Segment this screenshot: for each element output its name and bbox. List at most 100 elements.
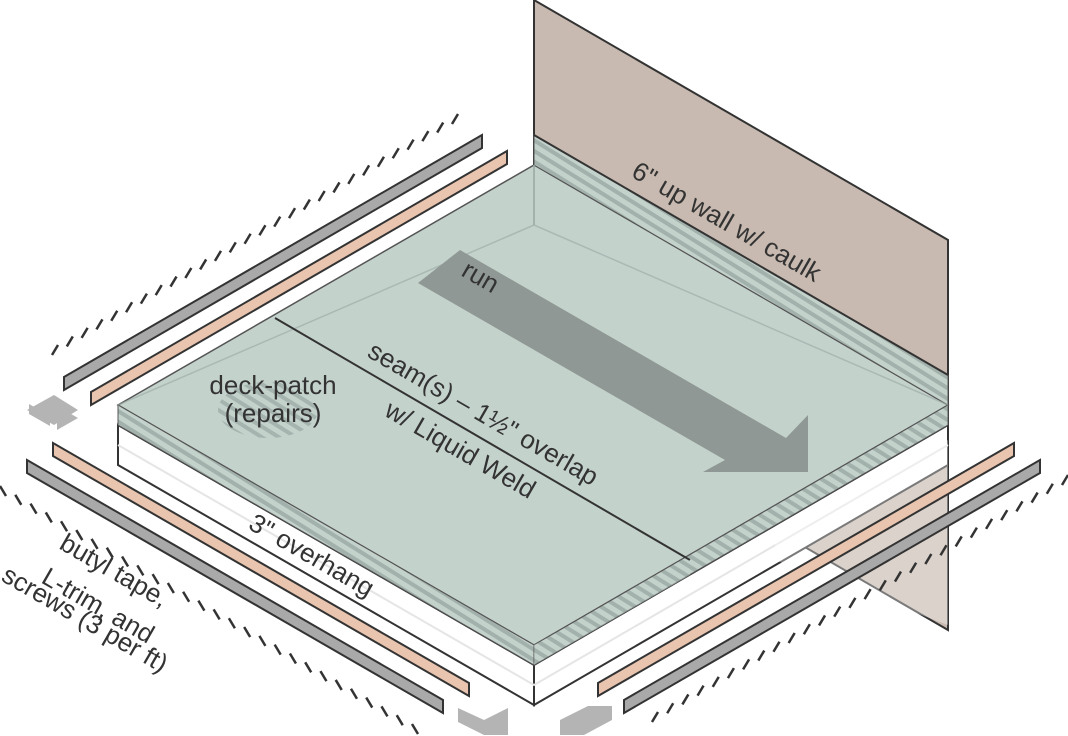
screw-mark [110,310,119,322]
screw-mark [121,555,130,568]
screw-mark [985,518,994,530]
screw-mark [772,641,781,653]
screw-mark [380,705,389,718]
screw-mark [184,267,193,279]
screw-mark [696,685,705,697]
screw-mark [227,617,236,629]
patch-label-line1: deck-patch [209,370,336,400]
screw-mark [436,121,445,134]
screw-mark [29,502,38,515]
deck-patch [218,382,318,438]
screw-mark [258,635,267,647]
screw-row-upper-left [50,113,460,356]
screw-mark [213,250,223,262]
screw-mark [90,538,99,550]
assembly-arrow-left [27,395,78,425]
assembly-arrow-bottom-right-icon [560,706,612,735]
seam-overlap-edge [534,560,690,665]
l-trim-lower-right [623,458,1041,715]
screw-mark [258,224,267,236]
screw-mark [681,693,690,706]
screw-mark [302,198,311,211]
screw-row-lower-right [650,474,1068,723]
screw-mark [288,652,297,665]
screw-mark [243,233,252,245]
screw-mark [1045,483,1054,495]
screw-mark [319,670,328,682]
screw-mark [125,301,134,313]
screw-mark [304,661,313,673]
butyl-tape-upper-left [90,149,508,407]
screw-mark [287,207,297,219]
screw-mark [273,644,282,656]
trim-label: butyl tape, L-trim, and screws (3 per ft… [0,527,174,678]
screw-mark [332,181,341,194]
screw-mark [787,632,796,644]
screw-mark [1015,500,1024,512]
screw-mark [395,714,404,726]
screw-mark [50,344,60,356]
screw-mark [0,485,8,497]
screw-mark [410,723,420,735]
screw-mark [154,284,163,296]
screw-mark [347,173,356,185]
screw-mark [650,711,660,723]
screw-mark [151,573,160,585]
screw-mark [273,216,282,228]
assembly-arrow-bottom-left-icon [458,708,508,735]
screw-mark [1000,509,1009,521]
screw-mark [802,623,811,635]
screw-mark [421,130,430,142]
screw-mark [666,702,675,714]
screw-mark [182,591,191,603]
screw-mark [726,667,735,679]
screw-mark [833,606,842,618]
screw-mark [243,626,252,638]
screw-mark [197,599,206,612]
screw-mark [848,597,857,609]
screw-mark [406,139,415,151]
screw-mark [59,520,69,532]
butyl-tape-lower-right [597,441,1015,698]
screw-mark [909,562,918,574]
screw-mark [44,511,53,524]
screw-mark [878,579,887,591]
butyl-tape-lower-left [52,441,470,698]
l-trim-lower-left [26,458,444,715]
screw-mark [169,275,178,288]
screw-mark [376,156,385,168]
screw-mark [199,258,208,271]
screw-mark [80,327,89,339]
screw-mark [139,293,148,305]
screw-mark [1060,474,1068,486]
screw-mark [136,564,145,576]
screw-mark [924,553,933,565]
screw-mark [95,318,104,330]
screw-mark [969,527,978,539]
screw-mark [1030,491,1039,504]
screw-mark [362,164,371,176]
screw-mark [863,588,872,600]
screw-row-lower-left [0,485,420,735]
screw-mark [75,529,84,541]
screw-mark [365,696,374,709]
run-arrow-icon [418,250,808,472]
screw-mark [742,658,751,670]
screw-mark [711,676,720,688]
screw-mark [893,570,903,583]
screw-mark [14,494,23,506]
seam-line [274,317,691,561]
screw-mark [65,335,74,348]
screw-mark [317,190,326,202]
patch-label-line2: (repairs) [225,398,322,428]
screw-mark [228,241,237,253]
l-trim-upper-left [63,133,483,392]
screw-mark [757,649,766,662]
screw-mark [954,535,963,548]
screw-mark [334,679,343,691]
screw-mark [939,544,948,556]
screw-mark [105,547,114,559]
screw-mark [212,608,221,621]
screw-mark [166,582,175,594]
